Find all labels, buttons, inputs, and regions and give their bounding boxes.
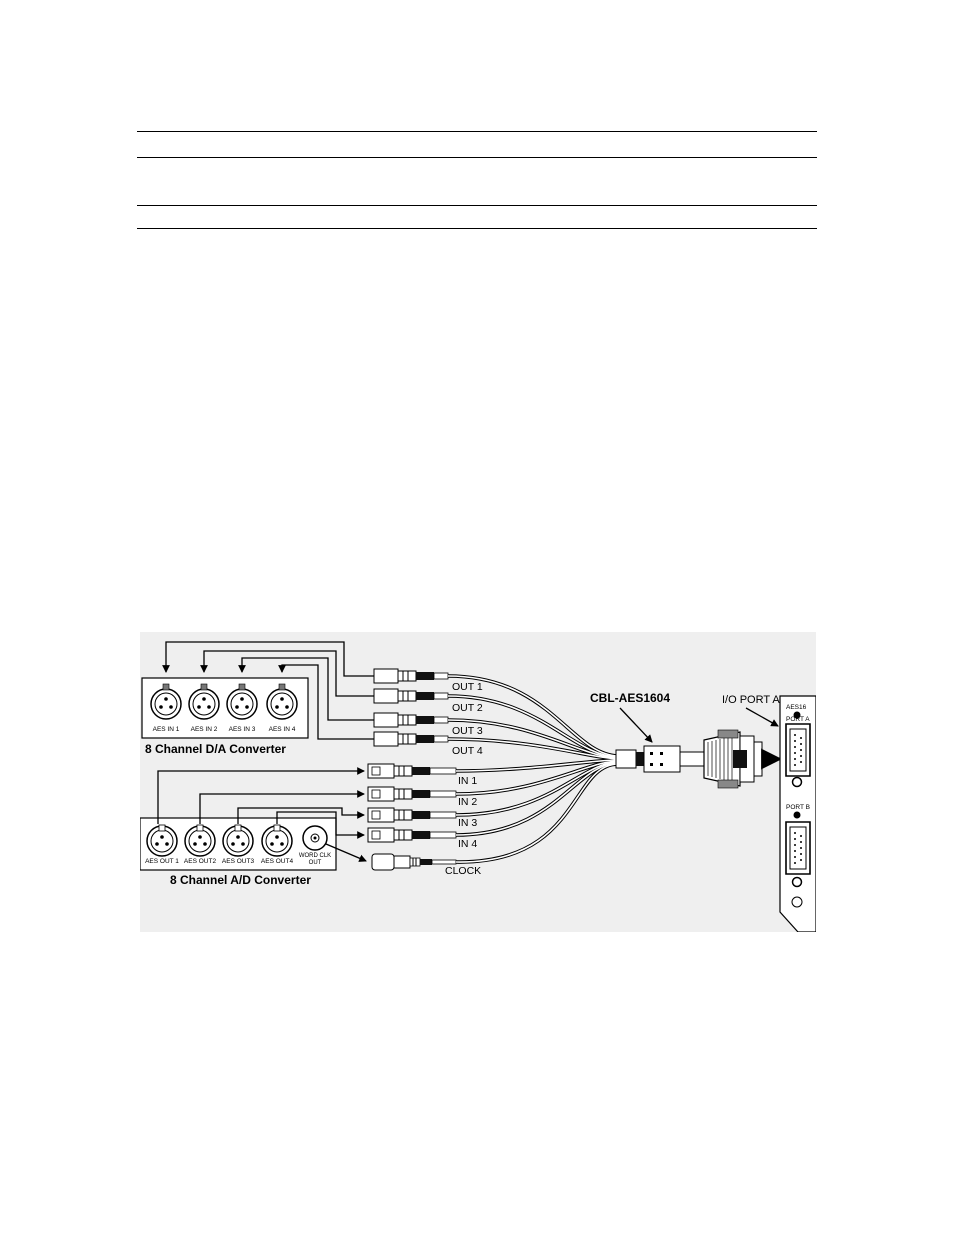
db25-plug [703,729,763,789]
card-model-label: AES16 [786,704,807,711]
xlr-jack-aes-in-2 [188,683,220,720]
cable-trunk [615,745,705,773]
route-out-2-to-aes-in-2 [200,650,376,697]
xlr-connector-out-3 [373,712,449,728]
aes-out-3-label: AES OUT3 [222,858,255,865]
da-converter-title: 8 Channel D/A Converter [145,742,286,756]
cable-callout-arrow [619,707,653,743]
io-port-a-callout: I/O PORT A [722,694,780,706]
aes-out-1-label: AES OUT 1 [145,858,179,865]
route-aes-out-1-to-in-1 [157,767,365,824]
out-4-label: OUT 4 [452,745,483,757]
header-rule-3 [137,205,817,206]
port-callout-arrow [745,707,779,727]
xlr-connector-out-2 [373,688,449,704]
connection-diagram: AES IN 1 AES IN 2 AES IN 3 AES IN 4 8 Ch… [140,632,816,932]
xlr-jack-aes-out-1 [146,824,178,857]
port-a-label: PORT A [786,716,810,723]
connection-diagram-svg: AES IN 1 AES IN 2 AES IN 3 AES IN 4 8 Ch… [140,632,816,932]
port-b-label: PORT B [786,804,810,811]
header-rule-1 [137,131,817,132]
xlr-jack-aes-out-3 [222,824,254,857]
out-1-label: OUT 1 [452,681,483,693]
xlr-jack-aes-in-3 [226,683,258,720]
in-4-label: IN 4 [458,838,477,850]
clock-label: CLOCK [445,865,481,877]
xlr-jack-aes-in-1 [150,683,182,720]
xlr-jack-aes-out-4 [261,824,293,857]
route-word-clk-to-clock [325,843,367,862]
word-clk-label-line-2: OUT [309,860,322,866]
bnc-connector-clock [371,853,457,871]
xlr-connector-out-1 [373,668,449,684]
cable-name-label: CBL-AES1604 [590,691,670,705]
in-2-label: IN 2 [458,796,477,808]
xlr-connector-in-3 [367,807,457,823]
aes-in-1-label: AES IN 1 [153,726,180,733]
xlr-jack-aes-in-4 [266,683,298,720]
bnc-word-clock-out-jack [302,825,328,851]
aes-out-2-label: AES OUT2 [184,858,217,865]
in-3-label: IN 3 [458,817,477,829]
xlr-connector-in-1 [367,763,457,779]
aes-in-4-label: AES IN 4 [269,726,296,733]
in-1-label: IN 1 [458,775,477,787]
aes-in-3-label: AES IN 3 [229,726,256,733]
header-rule-4 [137,228,817,229]
breakout-cable-bundle [447,674,619,864]
out-3-label: OUT 3 [452,725,483,737]
ad-converter-title: 8 Channel A/D Converter [170,873,311,887]
aes-in-2-label: AES IN 2 [191,726,218,733]
route-aes-out-4-to-in-4 [276,811,365,839]
xlr-jack-aes-out-2 [184,824,216,857]
xlr-connector-out-4 [373,731,449,747]
word-clk-label-line-1: WORD CLK [299,853,331,859]
xlr-connector-in-4 [367,827,457,843]
route-aes-out-2-to-in-2 [199,790,365,824]
route-out-3-to-aes-in-3 [238,657,376,721]
route-aes-out-3-to-in-3 [237,807,365,824]
port-a-db25-socket [785,711,811,777]
aes-out-4-label: AES OUT4 [261,858,294,865]
route-out-4-to-aes-in-4 [278,664,376,740]
route-out-1-to-aes-in-1 [162,641,376,677]
port-b-db25-socket [785,811,811,875]
header-rule-2 [137,157,817,158]
out-2-label: OUT 2 [452,702,483,714]
